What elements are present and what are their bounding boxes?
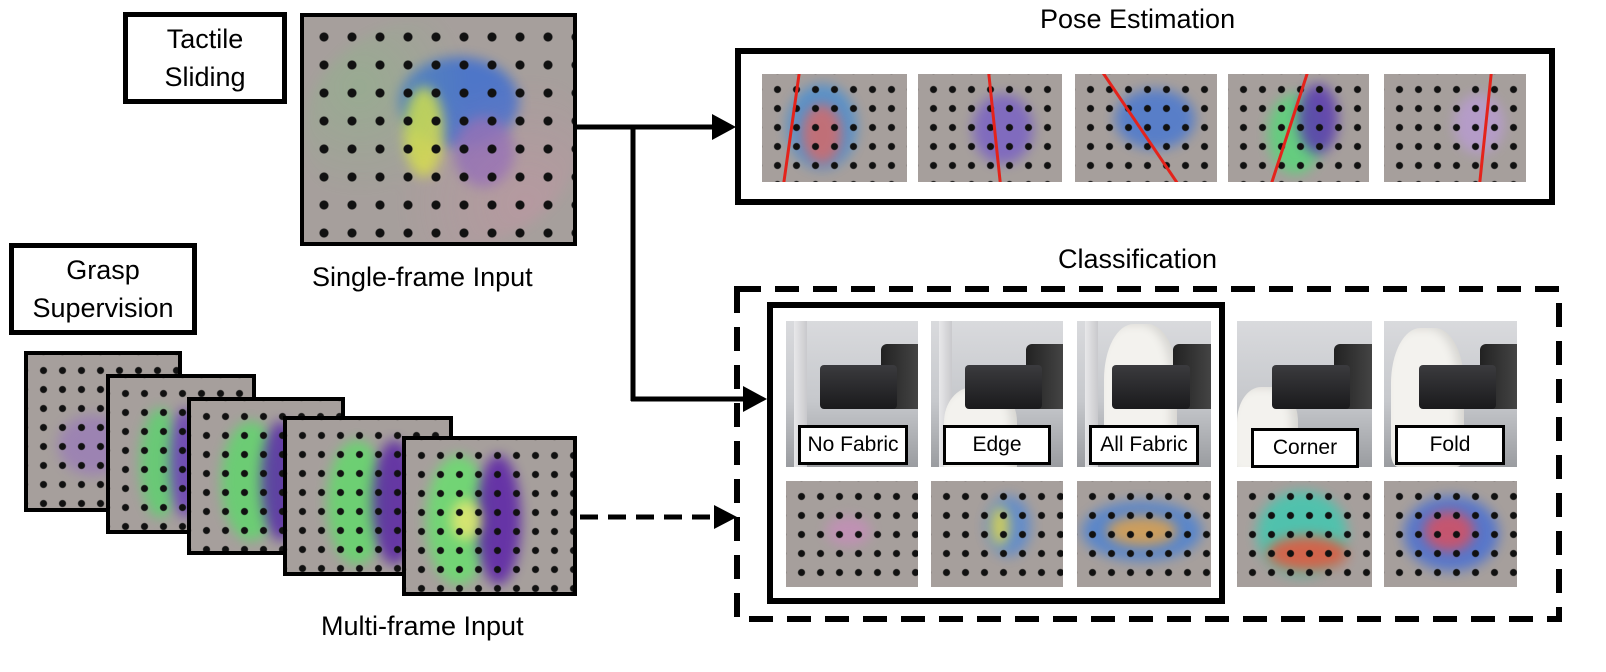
pose-estimation-title: Pose Estimation: [1040, 4, 1236, 34]
single-frame-class-panel: [767, 302, 1225, 604]
class-tag-no-fabric: No Fabric: [798, 425, 908, 465]
tactile-sliding-label: Tactile Sliding: [123, 12, 287, 104]
dashed-arrow-multi-head: [714, 505, 737, 529]
classification-panel: [734, 286, 1562, 622]
multi-frame-tactile-5: [402, 436, 577, 596]
pose-frame-1: [762, 74, 907, 182]
arrow-to-pose-head: [712, 114, 736, 140]
multi-frame-caption: Multi-frame Input: [321, 611, 524, 641]
classification-title: Classification: [1058, 244, 1218, 274]
class-tag-edge: Edge: [943, 425, 1051, 465]
class-tag-corner: Corner: [1251, 428, 1359, 468]
tactile-no-fabric: [786, 481, 918, 587]
single-frame-tactile-image: [300, 13, 577, 246]
tactile-fold: [1384, 481, 1517, 587]
pose-frame-4: [1228, 74, 1369, 182]
arrow-to-classification-head: [743, 386, 767, 412]
grasp-supervision-label: Grasp Supervision: [9, 243, 197, 335]
pose-frame-5: [1384, 74, 1526, 182]
tactile-corner: [1237, 481, 1372, 587]
class-tag-all-fabric: All Fabric: [1089, 425, 1199, 465]
tactile-edge: [931, 481, 1063, 587]
pose-frame-3: [1075, 74, 1217, 182]
class-tag-fold: Fold: [1395, 425, 1505, 465]
pose-frame-2: [918, 74, 1062, 182]
tactile-all-fabric: [1077, 481, 1211, 587]
single-frame-caption: Single-frame Input: [312, 262, 533, 292]
pose-estimation-panel: [735, 48, 1555, 205]
